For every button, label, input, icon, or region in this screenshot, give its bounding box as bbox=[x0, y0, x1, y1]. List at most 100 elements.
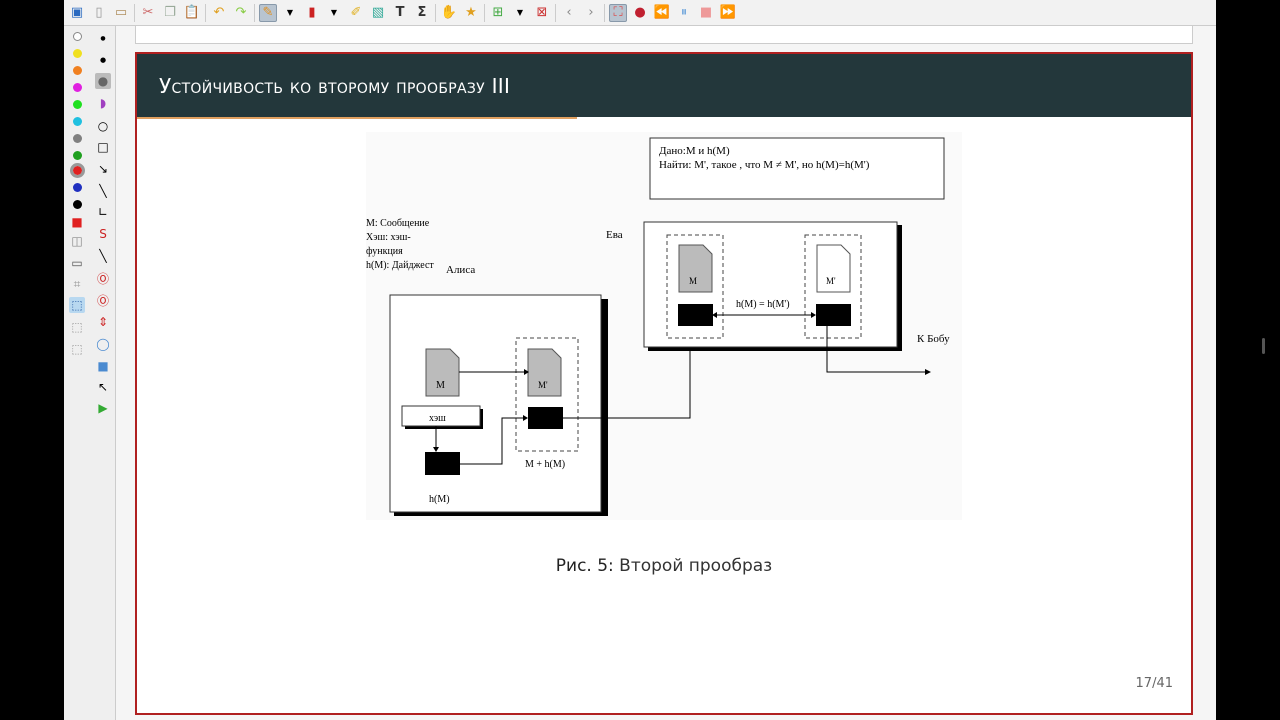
rectangle-icon[interactable]: □ bbox=[97, 140, 109, 154]
color-orange[interactable] bbox=[73, 66, 82, 75]
caption-text: Второй прообраз bbox=[613, 556, 773, 576]
svg-text:М: М bbox=[689, 276, 697, 286]
record-icon[interactable]: ● bbox=[634, 5, 646, 20]
dropdown-icon[interactable]: ▼ bbox=[286, 8, 294, 17]
spline-icon[interactable]: S bbox=[99, 227, 107, 241]
hand-icon[interactable]: ✋ bbox=[440, 5, 458, 20]
stop-icon[interactable]: ■ bbox=[699, 5, 713, 20]
pause-icon[interactable]: ⏸ bbox=[680, 5, 688, 20]
small-dot-icon[interactable]: ● bbox=[100, 34, 106, 42]
legend-line: Хэш: хэш- bbox=[366, 232, 411, 243]
undo-icon[interactable]: ↶ bbox=[213, 5, 225, 20]
color-yellow[interactable] bbox=[73, 49, 82, 58]
separator bbox=[134, 3, 135, 22]
new-page-icon[interactable]: ▯ bbox=[95, 5, 103, 20]
legend-line: h(M): Дайджест bbox=[366, 260, 434, 271]
play-object-icon[interactable]: ▶ bbox=[98, 401, 108, 415]
fast-forward-icon[interactable]: ⏩ bbox=[719, 5, 737, 20]
open-icon[interactable]: ▭ bbox=[114, 5, 128, 20]
eraser-shape-icon[interactable]: ◗ bbox=[99, 96, 107, 110]
separator bbox=[254, 3, 255, 22]
hash-box bbox=[401, 405, 481, 427]
next-icon[interactable]: › bbox=[588, 5, 594, 20]
dropdown-icon[interactable]: ▼ bbox=[516, 8, 524, 17]
add-page-icon[interactable]: ⊞ bbox=[492, 5, 504, 20]
rect-select-icon[interactable]: ■ bbox=[97, 359, 109, 373]
cut-icon[interactable]: ✂ bbox=[142, 5, 154, 20]
fullscreen-icon[interactable]: ⛶ bbox=[609, 3, 627, 22]
svg-text:h(M): h(M) bbox=[429, 494, 450, 505]
prev-icon[interactable]: ‹ bbox=[566, 5, 572, 20]
pointer-icon[interactable]: ↖ bbox=[97, 380, 109, 394]
layout-icon[interactable]: ◫ bbox=[71, 234, 83, 248]
svg-text:М + h(M): М + h(M) bbox=[525, 459, 565, 470]
color-cyan[interactable] bbox=[73, 117, 82, 126]
dropdown-icon[interactable]: ▼ bbox=[330, 8, 338, 17]
medium-dot-icon[interactable]: ● bbox=[99, 56, 107, 64]
alice-label: Алиса bbox=[446, 264, 475, 276]
tool-sidebar: ■ ◫ ▭ ⌗ ⬚ ⬚ ⬚ ● ● ● ◗ ○ □ ↘ ╲ ∟ S ╲ Ⓞ Ⓞ … bbox=[64, 26, 116, 720]
color-dark-green[interactable] bbox=[73, 151, 82, 160]
color-white[interactable] bbox=[73, 32, 82, 41]
paste-icon[interactable]: 📋 bbox=[183, 5, 201, 20]
delete-page-icon[interactable]: ⊠ bbox=[536, 5, 548, 20]
separator bbox=[435, 3, 436, 22]
select-region-icon[interactable]: ⬚ bbox=[69, 297, 85, 313]
axis-icon[interactable]: ∟ bbox=[97, 205, 109, 219]
svg-text:М: М bbox=[436, 380, 445, 391]
color-black[interactable] bbox=[73, 200, 82, 209]
app-window: ▣ ▯ ▭ ✂ ❐ 📋 ↶ ↷ ✎ ▼ ▮ ▼ ✐ ▧ T Σ ✋ ★ ⊞ ▼ … bbox=[64, 0, 1265, 720]
eraser-icon[interactable]: ▮ bbox=[308, 5, 316, 20]
rewind-icon[interactable]: ⏪ bbox=[653, 5, 671, 20]
separator bbox=[604, 3, 605, 22]
circle-icon[interactable]: ○ bbox=[97, 119, 109, 133]
magnet-icon[interactable]: Ⓞ bbox=[96, 271, 109, 286]
slide-title: Устойчивость ко второму прообразу III bbox=[159, 74, 511, 98]
select-icon[interactable]: ⬚ bbox=[71, 320, 83, 334]
separator bbox=[205, 3, 206, 22]
ruler-icon[interactable]: ╲ bbox=[99, 249, 107, 263]
find-label: Найти: М', такое , что М ≠ М', но h(M)=h… bbox=[659, 159, 870, 171]
text-icon[interactable]: T bbox=[395, 5, 405, 20]
previous-slide bbox=[135, 26, 1193, 44]
select-2-icon[interactable]: ⬚ bbox=[71, 342, 83, 356]
slide: Устойчивость ко второму прообразу III Да… bbox=[135, 52, 1193, 715]
image-icon[interactable]: ▧ bbox=[371, 5, 385, 20]
pen-icon[interactable]: ✎ bbox=[259, 3, 277, 22]
color-magenta[interactable] bbox=[73, 83, 82, 92]
alice-box bbox=[389, 294, 602, 513]
magnet-2-icon[interactable]: Ⓞ bbox=[96, 293, 109, 308]
display-icon[interactable]: ▭ bbox=[71, 256, 83, 270]
color-green[interactable] bbox=[73, 100, 82, 109]
equality-label: h(M) = h(M') bbox=[736, 299, 790, 310]
copy-icon[interactable]: ❐ bbox=[164, 5, 176, 20]
formula-icon[interactable]: Σ bbox=[417, 5, 427, 20]
legend-line: М: Сообщение bbox=[366, 218, 430, 229]
save-icon[interactable]: ▣ bbox=[70, 5, 84, 20]
page-number: 17/41 bbox=[1135, 676, 1173, 691]
to-bob-label: К Бобу bbox=[917, 333, 950, 345]
scrollbar[interactable] bbox=[1262, 338, 1265, 354]
highlighter-icon[interactable]: ✐ bbox=[350, 5, 362, 20]
svg-text:хэш: хэш bbox=[429, 413, 446, 424]
large-dot-icon[interactable]: ● bbox=[95, 73, 111, 89]
color-gray[interactable] bbox=[73, 134, 82, 143]
select-rect-icon[interactable]: ⌗ bbox=[73, 276, 81, 291]
redo-icon[interactable]: ↷ bbox=[235, 5, 247, 20]
line-icon[interactable]: ╲ bbox=[99, 184, 107, 198]
fill-color-icon[interactable]: ■ bbox=[71, 215, 83, 229]
shape-recognizer-icon[interactable]: ★ bbox=[465, 5, 477, 20]
svg-text:М': М' bbox=[538, 380, 548, 390]
eve-label: Ева bbox=[606, 229, 623, 241]
arrow-icon[interactable]: ↘ bbox=[97, 162, 109, 176]
vertical-space-icon[interactable]: ⇕ bbox=[97, 315, 109, 329]
color-red[interactable] bbox=[70, 163, 85, 178]
diagram-figure: Дано:М и h(M) Найти: М', такое , что М ≠… bbox=[366, 132, 962, 520]
legend-line: функция bbox=[366, 246, 403, 257]
lasso-icon[interactable]: ◯ bbox=[96, 337, 110, 351]
separator bbox=[484, 3, 485, 22]
color-blue[interactable] bbox=[73, 183, 82, 192]
svg-text:М': М' bbox=[826, 276, 836, 286]
given-box bbox=[649, 137, 945, 200]
figure-caption: Рис. 5: Второй прообраз bbox=[137, 556, 1191, 576]
